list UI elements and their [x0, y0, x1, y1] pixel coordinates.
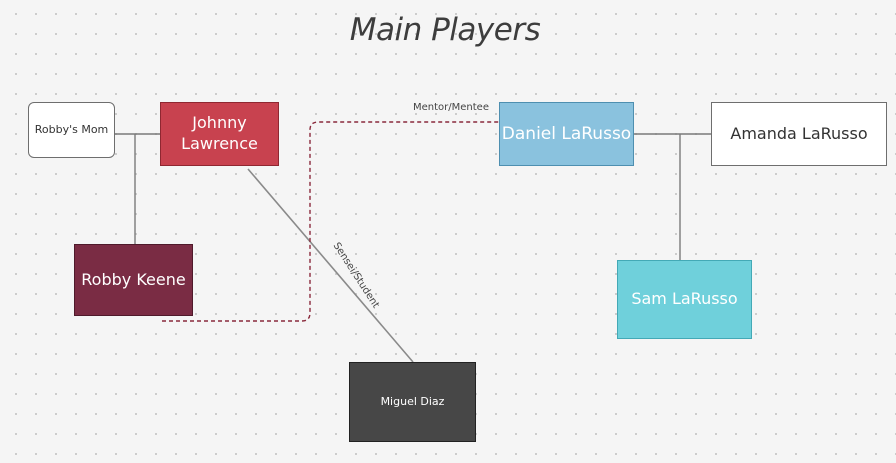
- line-sensei-student: [247, 168, 414, 363]
- node-label: Robby Keene: [81, 269, 186, 289]
- node-robbys-mom[interactable]: Robby's Mom: [28, 102, 115, 158]
- node-daniel-larusso[interactable]: Daniel LaRusso: [499, 102, 634, 166]
- node-label: Daniel LaRusso: [501, 123, 632, 144]
- page-title: Main Players: [349, 12, 541, 48]
- node-label: Amanda LaRusso: [730, 123, 868, 143]
- node-sam-larusso[interactable]: Sam LaRusso: [617, 260, 752, 339]
- node-label: Robby's Mom: [34, 122, 109, 136]
- node-johnny-lawrence[interactable]: Johnny Lawrence: [160, 102, 279, 166]
- edge-label-mentor-mentee: Mentor/Mentee: [413, 102, 489, 113]
- node-label: Johnny Lawrence: [181, 113, 258, 153]
- node-amanda-larusso[interactable]: Amanda LaRusso: [711, 102, 887, 166]
- node-label: Miguel Diaz: [380, 394, 445, 408]
- node-label: Sam LaRusso: [631, 289, 738, 309]
- line-mentor-mentee: [162, 121, 499, 322]
- node-robby-keene[interactable]: Robby Keene: [74, 244, 193, 316]
- node-miguel-diaz[interactable]: Miguel Diaz: [349, 362, 476, 442]
